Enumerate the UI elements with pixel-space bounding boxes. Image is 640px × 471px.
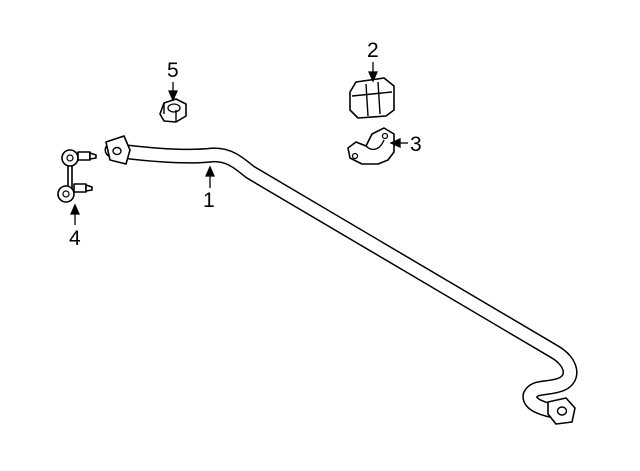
stabilizer-bar[interactable] (104, 135, 578, 425)
callout-1: 1 (203, 189, 215, 212)
callout-arrows (69, 62, 408, 225)
callout-4: 4 (69, 227, 81, 250)
callout-2: 2 (367, 39, 379, 62)
bracket[interactable] (347, 127, 395, 165)
bushing[interactable] (349, 77, 395, 119)
callout-5: 5 (167, 59, 179, 82)
nut[interactable] (159, 98, 187, 123)
callout-3: 3 (410, 133, 422, 156)
stabilizer-link[interactable] (57, 149, 97, 203)
